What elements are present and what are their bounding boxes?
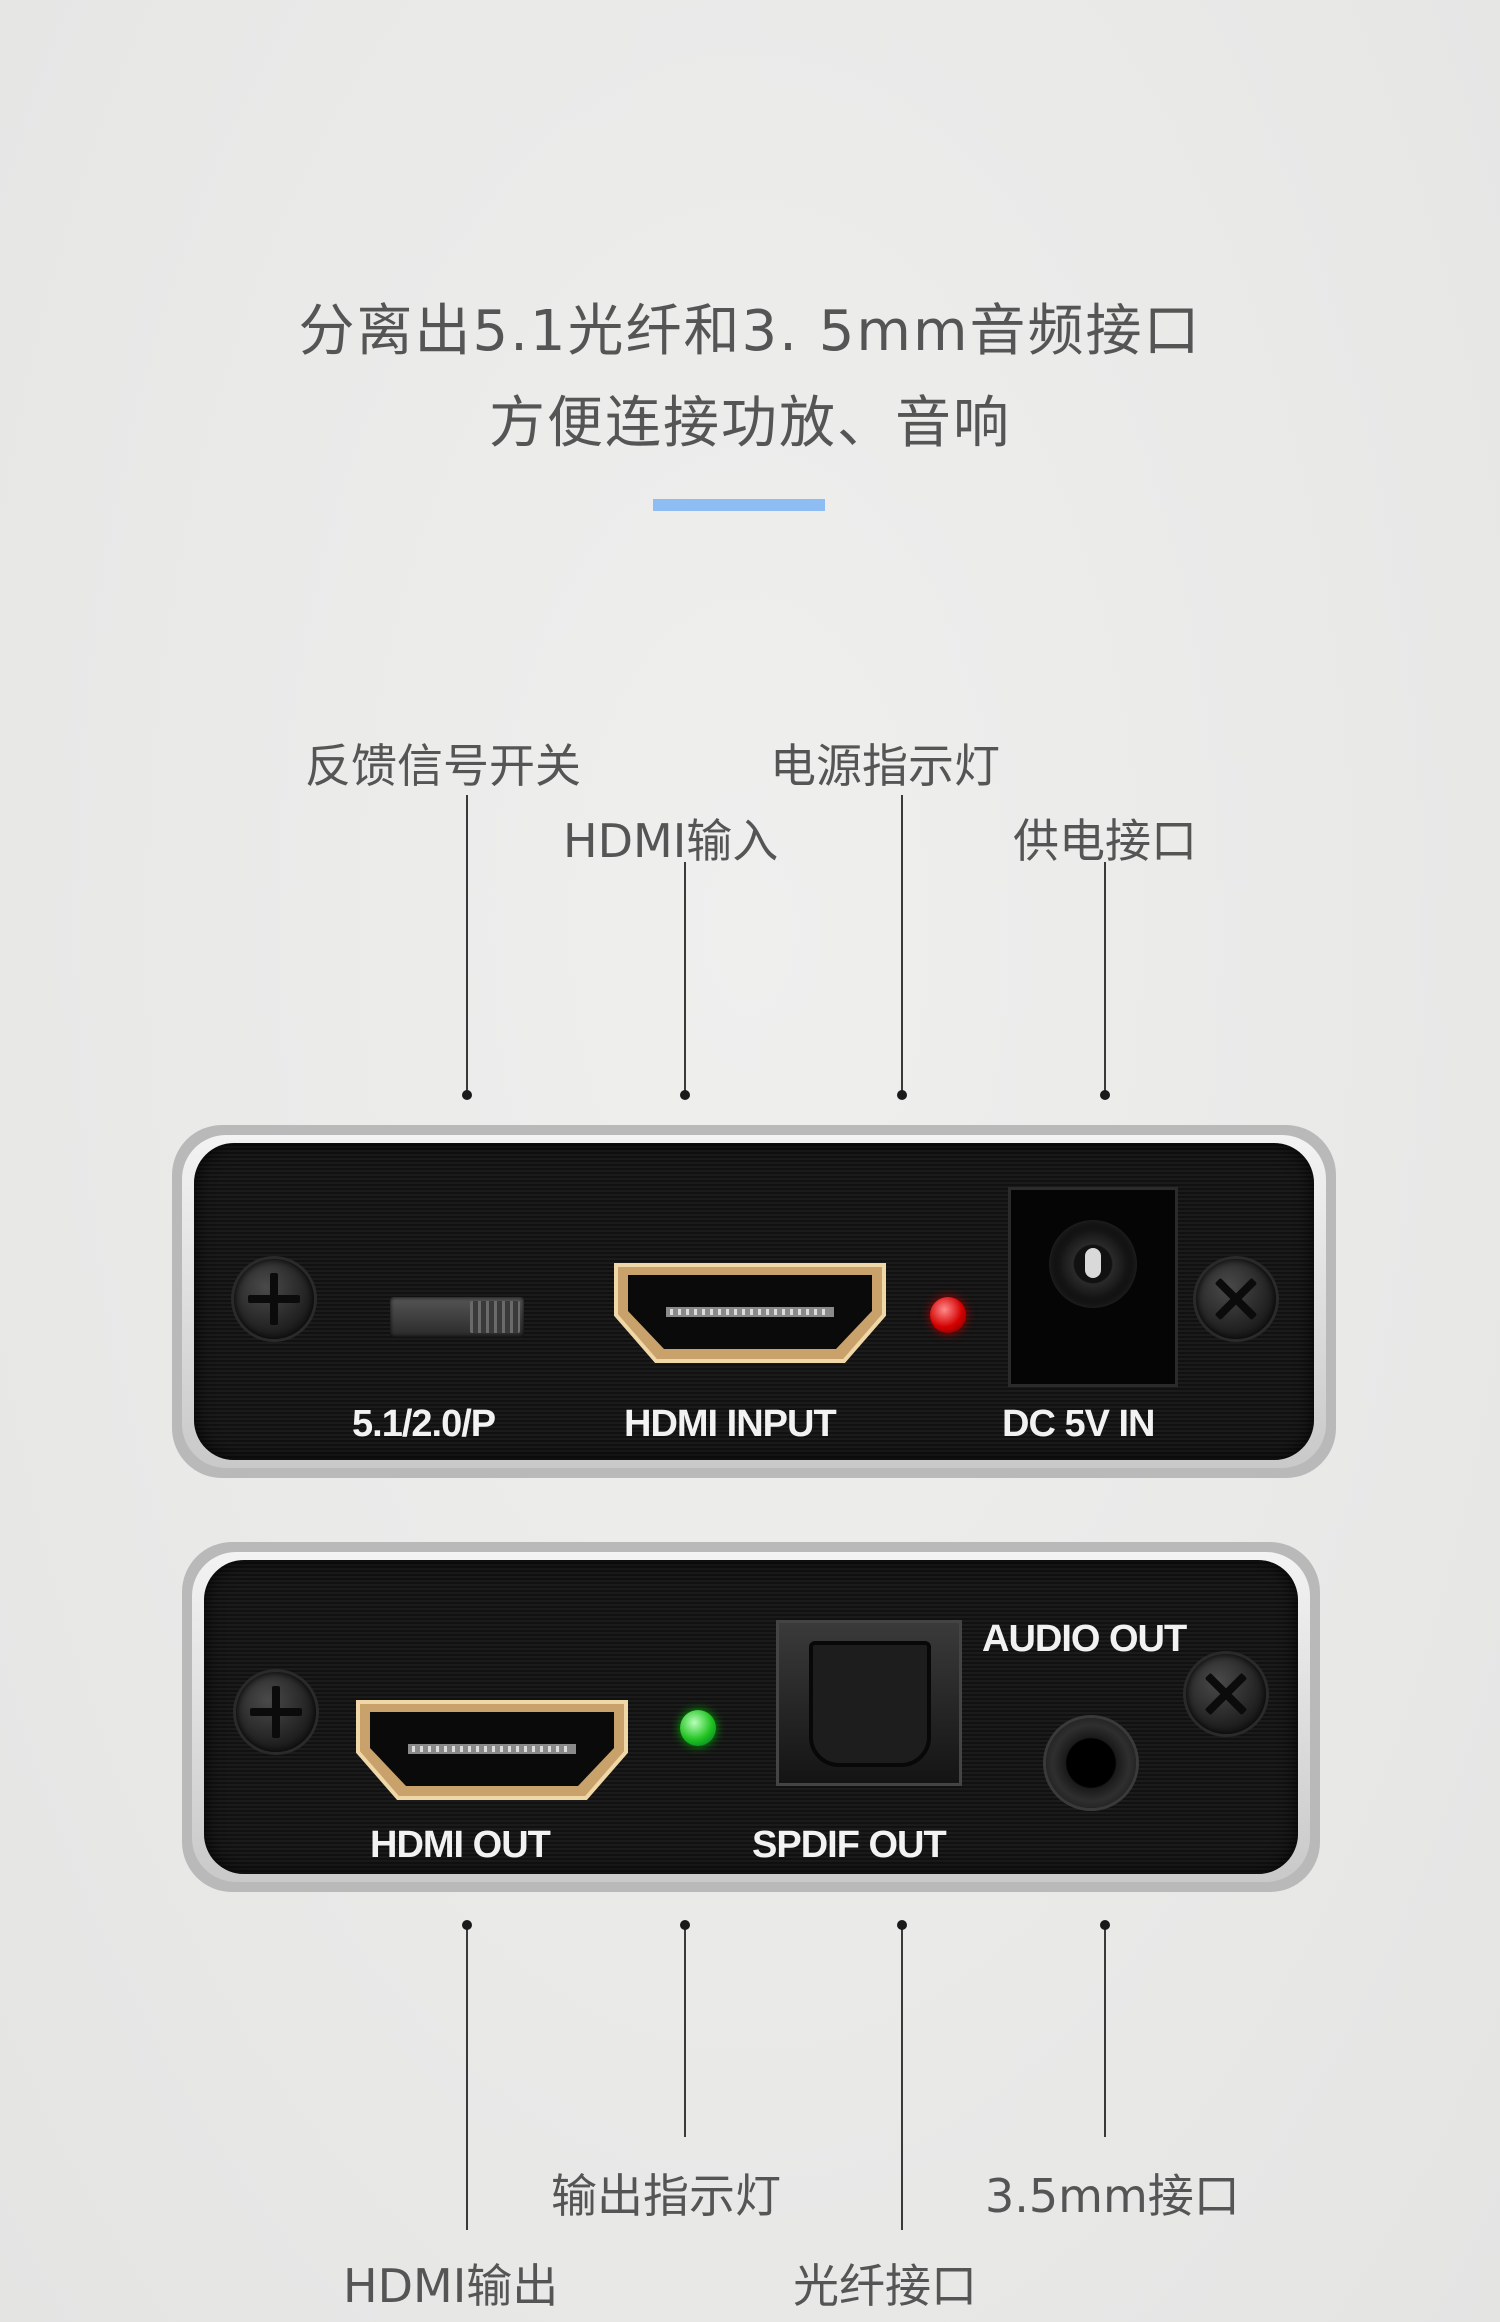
screw-icon (236, 1672, 316, 1752)
audio-3-5mm-jack[interactable] (1046, 1718, 1136, 1808)
leader-dot-hdmi-output (462, 1920, 472, 1930)
callout-power-led: 电源指示灯 (770, 739, 1000, 793)
headline-line-2: 方便连接功放、音响 (489, 391, 1011, 456)
spdif-silk-label: SPDIF OUT (752, 1824, 947, 1866)
leader-line-output-led (684, 1925, 686, 2137)
leader-dot-optical (897, 1920, 907, 1930)
screw-icon (1186, 1654, 1266, 1734)
leader-line-hdmi-input (684, 862, 686, 1095)
hdmi-output-silk-label: HDMI OUT (370, 1824, 551, 1866)
device-output-panel: AUDIO OUT HDMI OUT SPDIF OUT (182, 1542, 1320, 1892)
switch-silk-label: 5.1/2.0/P (352, 1403, 496, 1445)
hdmi-output-port[interactable] (350, 1694, 634, 1806)
leader-line-optical (901, 1925, 903, 2230)
headline-line-1: 分离出5.1光纤和3. 5mm音频接口 (298, 299, 1202, 364)
callout-optical-port: 光纤接口 (793, 2259, 977, 2313)
leader-line-power-port (1104, 862, 1106, 1095)
leader-dot-hdmi-input (680, 1090, 690, 1100)
callout-hdmi-output: HDMI输出 (343, 2259, 559, 2313)
dc-silk-label: DC 5V IN (1002, 1403, 1155, 1445)
mode-switch[interactable] (390, 1297, 524, 1337)
leader-dot-power-led (897, 1090, 907, 1100)
leader-line-3-5mm (1104, 1925, 1106, 2137)
leader-line-power-led (901, 795, 903, 1095)
dc-jack-pin (1085, 1248, 1101, 1278)
leader-dot-switch (462, 1090, 472, 1100)
leader-dot-output-led (680, 1920, 690, 1930)
switch-knob[interactable] (470, 1301, 520, 1333)
leader-dot-power-port (1100, 1090, 1110, 1100)
leader-line-hdmi-output (466, 1925, 468, 2230)
callout-output-led: 输出指示灯 (551, 2169, 781, 2223)
accent-bar (653, 499, 825, 511)
device-input-panel: 5.1/2.0/P HDMI INPUT DC 5V IN (172, 1125, 1336, 1478)
callout-hdmi-input: HDMI输入 (563, 814, 779, 868)
output-led (680, 1710, 716, 1746)
screw-icon (1196, 1259, 1276, 1339)
spdif-optical-port[interactable] (776, 1620, 962, 1786)
callout-feedback-switch: 反馈信号开关 (305, 739, 581, 793)
screw-icon (234, 1259, 314, 1339)
power-led (930, 1297, 966, 1333)
audio-out-silk-label: AUDIO OUT (982, 1618, 1187, 1660)
hdmi-input-port[interactable] (608, 1257, 892, 1369)
leader-dot-3-5mm (1100, 1920, 1110, 1930)
leader-line-switch (466, 795, 468, 1095)
spdif-dust-door (809, 1641, 931, 1767)
callout-power-port: 供电接口 (1013, 814, 1197, 868)
callout-3-5mm-jack: 3.5mm接口 (985, 2169, 1240, 2223)
dc-power-jack[interactable] (1008, 1187, 1178, 1387)
hdmi-input-silk-label: HDMI INPUT (624, 1403, 837, 1445)
